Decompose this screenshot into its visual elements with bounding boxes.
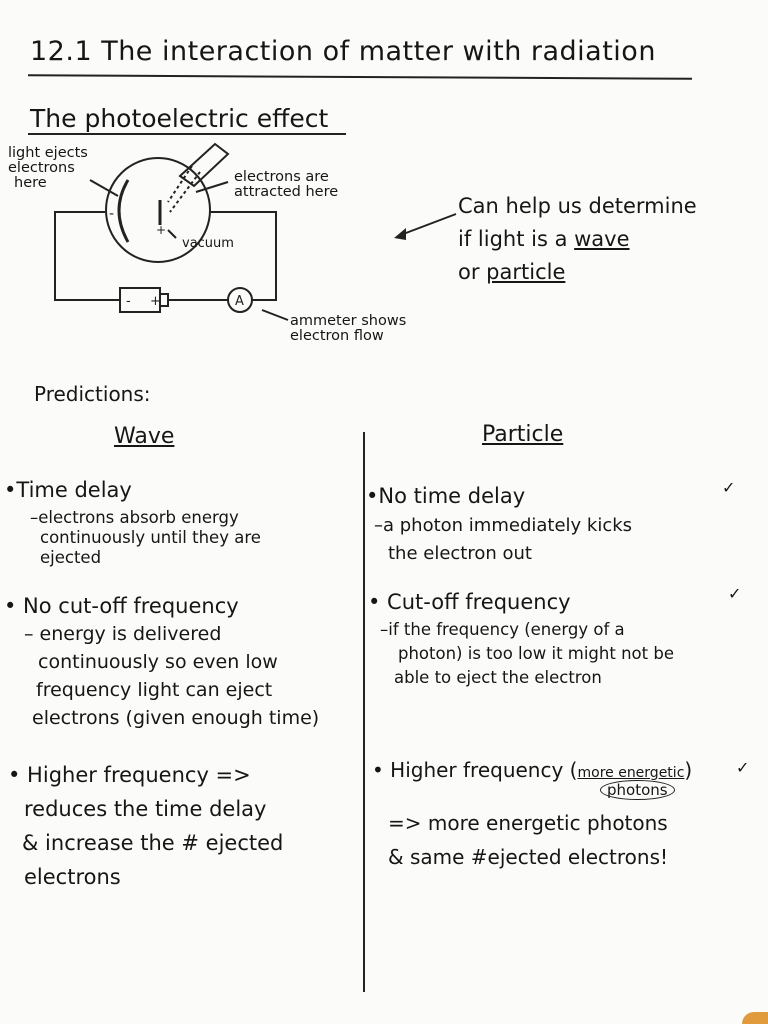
page-title: 12.1 The interaction of matter with radi… — [30, 36, 656, 67]
ammeter-line2: electron flow — [290, 328, 384, 344]
particle-b3-text: • Higher frequency ( — [372, 758, 578, 782]
plate-plus: + — [156, 223, 166, 237]
wave-header: Wave — [114, 424, 175, 449]
attracted-line2: attracted here — [234, 184, 339, 200]
particle-bullet-3: • Higher frequency (more energetic) — [372, 758, 692, 782]
wave-bullet-2-detail: – energy is delivered continuously so ev… — [24, 620, 319, 732]
side-note-wave: wave — [574, 227, 630, 251]
particle-b3-line1: => more energetic photons — [388, 811, 668, 835]
wave-bullet-1-detail: –electrons absorb energy continuously un… — [30, 508, 261, 568]
wave-bullet-3: • Higher frequency => reduces the time d… — [8, 758, 283, 894]
light-ejects-line3: here — [14, 175, 47, 191]
photoelectric-diagram: - + - + A — [54, 142, 289, 321]
attracted-line1: electrons are — [234, 169, 329, 185]
wave-bullet-2: • No cut-off frequency — [4, 594, 239, 618]
particle-b2-line1: –if the frequency (energy of a — [380, 620, 625, 639]
particle-bullet-3-detail: => more energetic photons & same #ejecte… — [388, 806, 668, 874]
wave-b3-line1: • Higher frequency => — [8, 763, 251, 787]
vacuum-label: vacuum — [182, 236, 234, 251]
column-divider — [363, 432, 365, 992]
corner-mark — [742, 1012, 768, 1024]
particle-b3-close-paren: ) — [684, 758, 693, 782]
particle-b3-line2: & same #ejected electrons! — [388, 845, 669, 869]
particle-check-2: ✓ — [728, 584, 742, 603]
particle-bullet-1: •No time delay — [366, 484, 526, 508]
photons-circled: photons — [600, 780, 675, 800]
light-ejects-label: light ejects electrons here — [8, 146, 88, 191]
predictions-label: Predictions: — [34, 382, 151, 406]
attracted-label: electrons are attracted here — [234, 170, 338, 200]
ammeter-symbol: A — [235, 294, 244, 309]
side-note-line2: if light is a wave — [458, 223, 697, 256]
particle-b1-line1: –a photon immediately kicks — [374, 515, 633, 536]
wave-b2-line4: electrons (given enough time) — [32, 707, 320, 729]
wave-b2-line1: – energy is delivered — [24, 623, 222, 645]
wave-b1-line2: continuously until they are — [40, 528, 261, 547]
wave-b1-line1: –electrons absorb energy — [30, 508, 239, 527]
battery-minus: - — [126, 294, 131, 309]
light-ejects-line1: light ejects — [8, 145, 88, 161]
side-note-line1: Can help us determine — [458, 194, 697, 218]
wave-b3-line4: electrons — [24, 865, 121, 889]
title-underline — [27, 74, 693, 80]
photons-circle: photons — [600, 780, 675, 800]
particle-check-1: ✓ — [722, 478, 736, 497]
side-note: Can help us determine if light is a wave… — [458, 190, 697, 289]
ammeter-line1: ammeter shows — [290, 313, 407, 329]
wave-bullet-1: •Time delay — [4, 478, 132, 502]
particle-bullet-2-detail: –if the frequency (energy of a photon) i… — [380, 618, 674, 690]
particle-b3-more-energetic: more energetic — [577, 765, 685, 781]
side-note-line3: or particle — [458, 256, 697, 289]
section-heading: The photoelectric effect — [30, 104, 329, 133]
side-note-particle: particle — [486, 260, 566, 284]
wave-b2-line3: frequency light can eject — [36, 679, 273, 701]
arrow-icon — [394, 213, 457, 240]
particle-check-3: ✓ — [736, 758, 750, 777]
side-note-line2-text: if light is a — [458, 227, 575, 251]
particle-b2-line3: able to eject the electron — [394, 668, 602, 687]
side-note-line3-text: or — [458, 260, 487, 284]
particle-bullet-1-detail: –a photon immediately kicks the electron… — [374, 512, 632, 568]
wave-b3-line3: & increase the # ejected — [22, 831, 284, 855]
particle-b1-line2: the electron out — [388, 543, 532, 564]
wave-b3-line2: reduces the time delay — [24, 797, 267, 821]
wave-b2-line2: continuously so even low — [38, 651, 278, 673]
battery-plus: + — [150, 294, 161, 309]
plate-minus: - — [109, 206, 114, 222]
ammeter-label: ammeter shows electron flow — [290, 314, 406, 344]
wave-b1-line3: ejected — [40, 548, 102, 567]
heading-underline — [28, 133, 346, 135]
light-ejects-line2: electrons — [8, 160, 75, 176]
particle-bullet-2: • Cut-off frequency — [368, 590, 571, 614]
particle-header: Particle — [482, 422, 564, 447]
particle-b2-line2: photon) is too low it might not be — [398, 644, 674, 663]
